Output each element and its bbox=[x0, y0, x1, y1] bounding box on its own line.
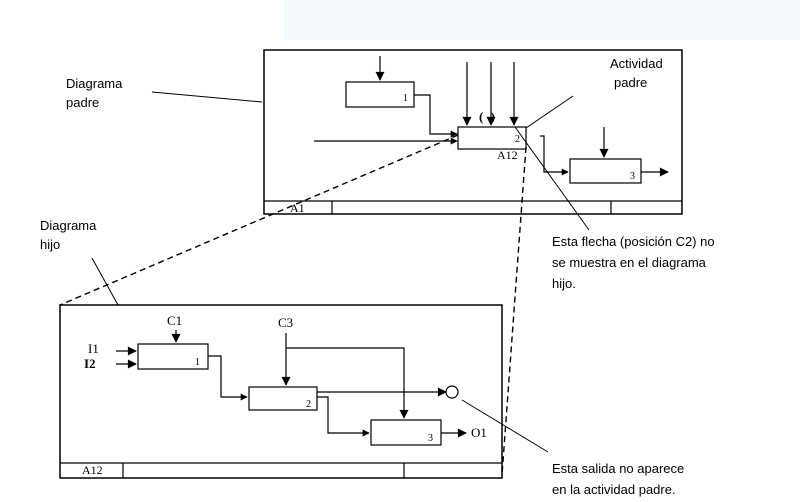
child-output-o1: O1 bbox=[471, 425, 487, 440]
arrow-note-line-1: Esta flecha (posición C2) no bbox=[552, 234, 715, 249]
parent-diagram-label-line-2: padre bbox=[66, 95, 100, 110]
child-input-i1: I1 bbox=[88, 341, 99, 356]
child-box-3-number: 3 bbox=[428, 433, 433, 444]
child-diagram-label-line-1: Diagrama bbox=[40, 218, 97, 233]
child-control-c3: C3 bbox=[278, 315, 294, 330]
output-note-line-2: en la actividad padre. bbox=[552, 482, 676, 497]
dashed-line-left bbox=[59, 134, 459, 306]
parent-diagram-leader bbox=[151, 91, 263, 103]
parent-tunnel-mark: ( ) bbox=[479, 109, 497, 124]
parent-activity-leader bbox=[525, 95, 574, 129]
child-c3-branch-arrow bbox=[286, 347, 409, 419]
parent-box-3-number: 3 bbox=[630, 171, 635, 182]
dashed-line-right bbox=[501, 146, 527, 476]
child-node-label: A12 bbox=[82, 463, 103, 477]
child-diagram bbox=[59, 304, 503, 479]
leader-lines bbox=[91, 91, 590, 453]
child-box1-to-box2-arrow bbox=[208, 355, 248, 401]
child-control-c1: C1 bbox=[167, 313, 183, 328]
parent-node-label: A1 bbox=[290, 201, 305, 215]
parent-activity-label: Actividad padre bbox=[610, 54, 663, 92]
parent-activity-code: A12 bbox=[497, 148, 518, 162]
child-box-1-number: 1 bbox=[195, 357, 200, 368]
child-diagram-label-line-2: hijo bbox=[40, 237, 61, 252]
arrow-note-leader bbox=[514, 126, 590, 231]
parent-diagram-label: Diagrama padre bbox=[66, 74, 122, 112]
child-box2-to-box3-arrow bbox=[317, 396, 370, 437]
decomposition-dashed-lines bbox=[59, 134, 527, 476]
parent-box-2-number: 2 bbox=[515, 134, 520, 145]
child-diagram-frame bbox=[59, 304, 503, 479]
child-tunnel-mark bbox=[445, 385, 459, 399]
child-input-i2: I2 bbox=[84, 356, 96, 371]
parent-box1-to-box2-arrow bbox=[414, 94, 458, 138]
child-diagram-label: Diagrama hijo bbox=[40, 216, 96, 254]
arrow-note: Esta flecha (posición C2) no se muestra … bbox=[552, 231, 715, 294]
arrow-note-line-3: hijo. bbox=[552, 276, 576, 291]
background-band bbox=[284, 0, 800, 40]
output-note-line-1: Esta salida no aparece bbox=[552, 461, 685, 476]
child-box-2-number: 2 bbox=[306, 399, 311, 410]
parent-activity-label-line-2: padre bbox=[614, 75, 648, 90]
parent-diagram-frame bbox=[263, 49, 683, 215]
parent-box2-to-box3-arrow bbox=[540, 135, 569, 176]
parent-box-3 bbox=[569, 158, 642, 184]
parent-box-2 bbox=[457, 126, 527, 150]
child-box-2 bbox=[248, 386, 318, 411]
parent-diagram bbox=[263, 49, 683, 215]
parent-box-1-number: 1 bbox=[403, 93, 408, 104]
parent-activity-label-line-1: Actividad bbox=[610, 56, 663, 71]
child-diagram-leader bbox=[91, 257, 119, 306]
parent-diagram-label-line-1: Diagrama bbox=[66, 76, 123, 91]
output-note-leader bbox=[461, 399, 549, 453]
output-note: Esta salida no aparece en la actividad p… bbox=[552, 458, 684, 500]
arrow-note-line-2: se muestra en el diagrama bbox=[552, 255, 706, 270]
